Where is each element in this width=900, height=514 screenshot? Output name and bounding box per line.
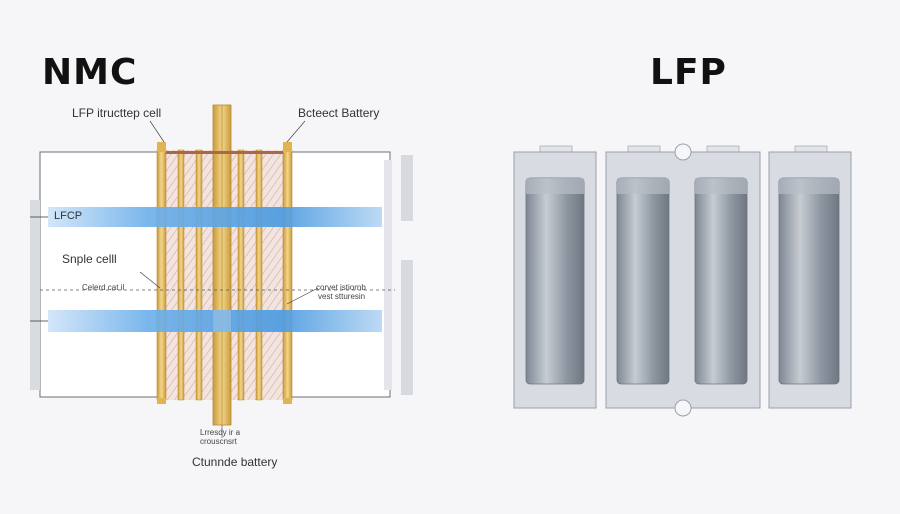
label-right-line1: corvet istiornb [316, 283, 366, 292]
lfp-cell-3 [768, 145, 852, 409]
lfp-cell-1 [513, 145, 597, 409]
label-single-cell: Snple celll [62, 252, 117, 266]
label-band: LFCP [54, 210, 83, 222]
lfp-title: LFP [650, 52, 727, 93]
label-top-right: Bcteect Battery [298, 106, 380, 120]
label-bottom-small-line1: Lrresdy ir a [200, 428, 241, 437]
label-right-line2: vest stturesin [318, 292, 366, 301]
nmc-inner-right-plate [384, 160, 392, 390]
lfp-notch-top [674, 143, 692, 161]
leader-top-right [286, 120, 306, 143]
nmc-right-bracket-bottom [401, 260, 413, 395]
lfp-diagram [513, 143, 852, 417]
nmc-top-busbar [166, 151, 283, 154]
leader-right [286, 287, 319, 305]
nmc-diagram [30, 104, 413, 438]
nmc-right-bracket-top [401, 155, 413, 221]
label-bottom: Ctunnde battery [192, 455, 278, 469]
lfp-cell-2 [605, 143, 761, 417]
nmc-blue-band-top [48, 207, 382, 227]
label-top-left: LFP itructtep cell [72, 106, 162, 120]
nmc-left-side-plate [30, 200, 40, 390]
lfp-notch-bottom [674, 399, 692, 417]
label-dashed-left: Celerd cat il [82, 283, 125, 292]
label-bottom-small-line2: crouscnsrt [200, 437, 237, 446]
nmc-title: NMC [42, 52, 138, 93]
leader-top-left [149, 120, 165, 143]
leader-single-cell [139, 271, 161, 289]
